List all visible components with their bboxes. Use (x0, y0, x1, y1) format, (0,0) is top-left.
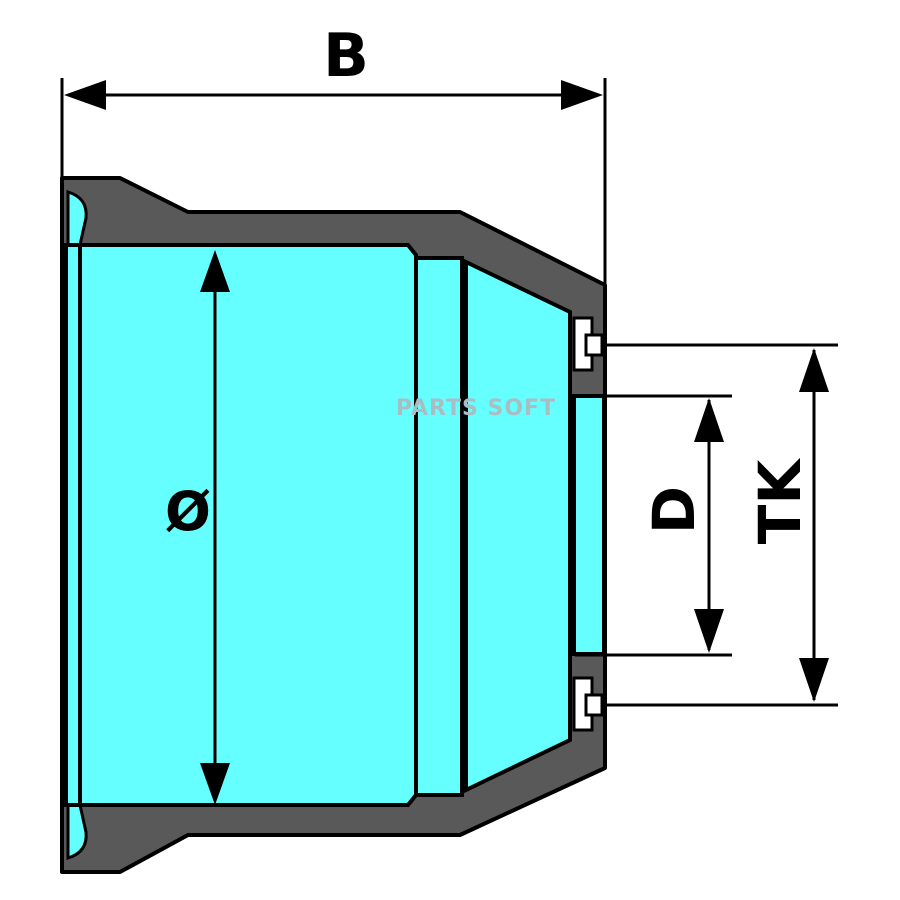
dimension-diameter (200, 250, 230, 805)
stud-top (572, 316, 604, 372)
inner-cavity-main (66, 243, 418, 807)
dimension-b (60, 78, 607, 285)
dimension-d (575, 394, 732, 657)
rim-lip-bottom (66, 803, 88, 861)
label-b: B (323, 21, 369, 91)
label-d: D (640, 486, 708, 534)
inner-ring (414, 256, 464, 797)
label-diameter: Ø (165, 480, 211, 543)
rim-lip-top (66, 189, 88, 247)
rim-strip (64, 243, 82, 807)
watermark: PARTS SOFT (396, 396, 556, 421)
stud-bottom (572, 676, 604, 732)
inner-hub-taper (464, 258, 572, 794)
dimension-tk (602, 343, 838, 707)
label-tk: TK (746, 458, 814, 545)
bore-opening (572, 394, 606, 656)
